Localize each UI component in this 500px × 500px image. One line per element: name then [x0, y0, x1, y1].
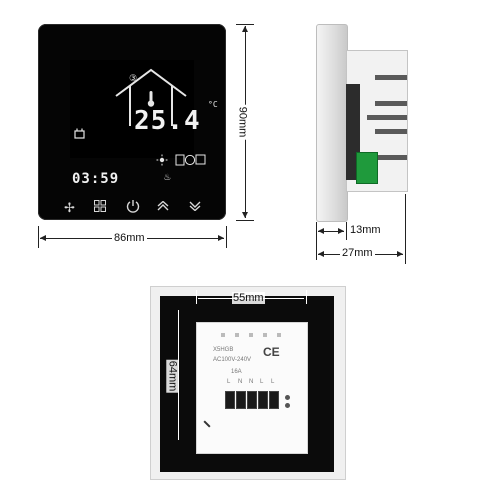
menu-key[interactable]	[94, 200, 106, 212]
dim-tick	[306, 290, 307, 304]
temperature-unit: °C	[208, 100, 218, 109]
mount-tab	[263, 333, 267, 337]
arrow-up-icon	[242, 26, 248, 32]
arrow-left-icon	[318, 228, 324, 234]
terminal-label: N	[238, 379, 243, 385]
arrow-left-icon	[40, 235, 46, 241]
model-label: X5HGB	[213, 347, 234, 353]
screw-terminal	[258, 391, 268, 409]
current-label: 16A	[231, 369, 242, 375]
mount-slot	[203, 420, 211, 428]
voltage-label: AC100V-240V	[213, 357, 252, 363]
dim-tick	[38, 226, 39, 248]
depth-inner-line	[318, 231, 344, 232]
ce-logo: CE	[263, 345, 280, 359]
mount-tab	[221, 333, 225, 337]
screw-terminal	[236, 391, 246, 409]
vent-slot	[367, 115, 407, 120]
back-view-module: X5HGB AC100V-240V CE 16A L N N L L	[196, 322, 308, 454]
dim-tick	[405, 194, 406, 264]
fan-key[interactable]: ✢	[64, 200, 75, 215]
lcd-display	[70, 60, 194, 158]
arrow-down-icon	[242, 212, 248, 218]
program-badge: ③	[129, 74, 138, 84]
mount-tab	[277, 333, 281, 337]
calendar-icon	[195, 154, 206, 165]
vent-slot	[375, 129, 407, 134]
mount-tab	[235, 333, 239, 337]
arrow-right-icon	[338, 228, 344, 234]
thermostat-front-panel: ③ 25.4 °C 03:59 ♨ ✢	[38, 24, 226, 220]
dim-tick	[236, 220, 254, 221]
power-key[interactable]	[126, 199, 140, 213]
depth-total-label: 27mm	[340, 247, 375, 259]
thermometer-icon	[147, 91, 155, 107]
screw-terminal	[225, 391, 235, 409]
terminal-label: L	[227, 379, 231, 385]
dim-tick	[236, 24, 254, 25]
arrow-right-icon	[218, 235, 224, 241]
back-height-label: 64mm	[166, 359, 179, 393]
terminal-label: L	[271, 379, 275, 385]
screw-terminal	[247, 391, 257, 409]
flame-icon: ♨	[164, 170, 171, 183]
clock-icon	[184, 154, 196, 166]
depth-inner-label: 13mm	[350, 224, 381, 236]
side-view-faceplate	[316, 24, 348, 222]
vent-slot	[375, 155, 407, 160]
sun-icon	[156, 154, 168, 166]
front-width-label: 86mm	[112, 232, 147, 244]
temperature-reading: 25.4	[134, 106, 201, 136]
lock-icon	[175, 154, 185, 166]
terminal-label: L	[260, 379, 264, 385]
dim-tick	[226, 226, 227, 248]
vent-slot	[375, 101, 407, 106]
green-terminal-block	[356, 152, 378, 184]
down-key[interactable]	[188, 201, 202, 211]
status-icons-row	[156, 154, 206, 166]
screw-icon	[285, 395, 290, 400]
screw-terminal	[269, 391, 279, 409]
arrow-right-icon	[397, 251, 403, 257]
back-height-line	[178, 310, 179, 440]
dim-tick	[196, 290, 197, 304]
house-outline-icon	[115, 68, 187, 126]
terminal-label: N	[249, 379, 254, 385]
arrow-left-icon	[318, 251, 324, 257]
screw-icon	[285, 403, 290, 408]
timer-icon	[74, 128, 85, 139]
vent-slot	[375, 75, 407, 80]
up-key[interactable]	[156, 201, 170, 211]
back-width-label: 55mm	[232, 292, 265, 304]
front-height-label: 90mm	[236, 104, 249, 140]
dim-tick	[316, 222, 317, 260]
dim-tick	[346, 222, 347, 240]
mount-tab	[249, 333, 253, 337]
clock-time: 03:59	[72, 171, 120, 187]
